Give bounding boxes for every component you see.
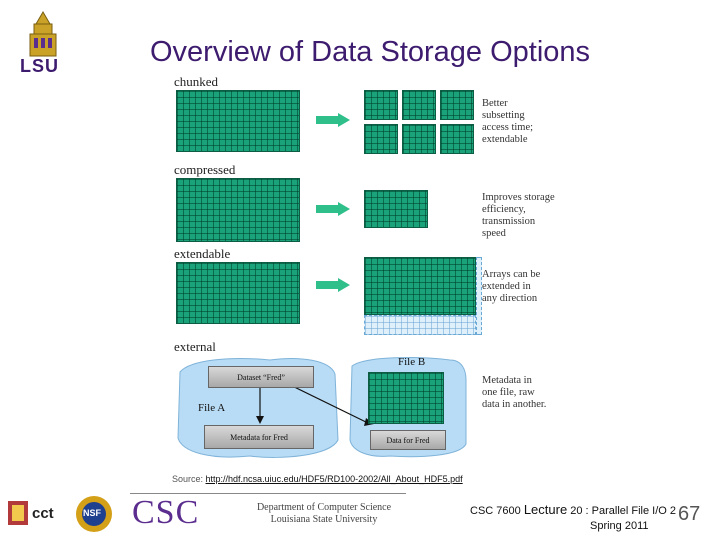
chunked-description: Better subsetting access time; extendabl… — [482, 98, 533, 146]
cct-mark-icon — [6, 499, 30, 527]
nsf-logo-text: NSF — [83, 508, 101, 518]
lsu-logo-text: LSU — [20, 56, 59, 77]
chunk-block — [402, 124, 436, 154]
page-title: Overview of Data Storage Options — [150, 36, 590, 69]
arrow-right-icon — [316, 113, 350, 127]
compressed-description: Improves storage efficiency, transmissio… — [482, 192, 560, 240]
file-b-label: File B — [398, 356, 425, 368]
dataset-fred-box: Dataset “Fred” — [208, 366, 314, 388]
nsf-logo: NSF — [74, 494, 114, 534]
cct-logo-text: cct — [32, 505, 54, 522]
footer-term: Spring 2011 — [590, 520, 649, 532]
extendable-source-array — [176, 262, 300, 324]
section-label-chunked: chunked — [174, 74, 218, 90]
chunk-block — [440, 124, 474, 154]
chunk-block — [364, 90, 398, 120]
arrow-right-icon — [316, 202, 350, 216]
extension-region — [364, 315, 476, 335]
extendable-description: Arrays can be extended in any direction — [482, 269, 540, 305]
storage-diagram: chunked Better subsetting access time; e… — [170, 72, 560, 467]
section-label-compressed: compressed — [174, 162, 235, 178]
data-for-fred-box: Data for Fred — [370, 430, 446, 450]
csc-logo: CSC — [132, 494, 199, 532]
chunk-block — [440, 90, 474, 120]
chunk-block — [402, 90, 436, 120]
source-citation: Source: http://hdf.ncsa.uiuc.edu/HDF5/RD… — [172, 474, 463, 484]
cct-logo: cct — [6, 498, 68, 528]
footer-course: CSC 7600 Lecture 20 : Parallel File I/O … — [470, 502, 676, 517]
source-prefix: Source: — [172, 474, 206, 484]
arrow-right-icon — [316, 278, 350, 292]
compressed-array — [364, 190, 428, 228]
chunked-source-array — [176, 90, 300, 152]
source-link[interactable]: http://hdf.ncsa.uiuc.edu/HDF5/RD100-2002… — [206, 474, 463, 484]
section-label-extendable: extendable — [174, 246, 230, 262]
extended-array — [364, 257, 476, 315]
metadata-for-fred-box: Metadata for Fred — [204, 425, 314, 449]
page-number: 67 — [678, 503, 700, 526]
department-name: Department of Computer Science Louisiana… — [242, 502, 406, 526]
external-data-array — [368, 372, 444, 424]
compressed-source-array — [176, 178, 300, 242]
file-a-label: File A — [198, 402, 225, 414]
external-description: Metadata in one file, raw data in anothe… — [482, 375, 546, 411]
chunk-block — [364, 124, 398, 154]
